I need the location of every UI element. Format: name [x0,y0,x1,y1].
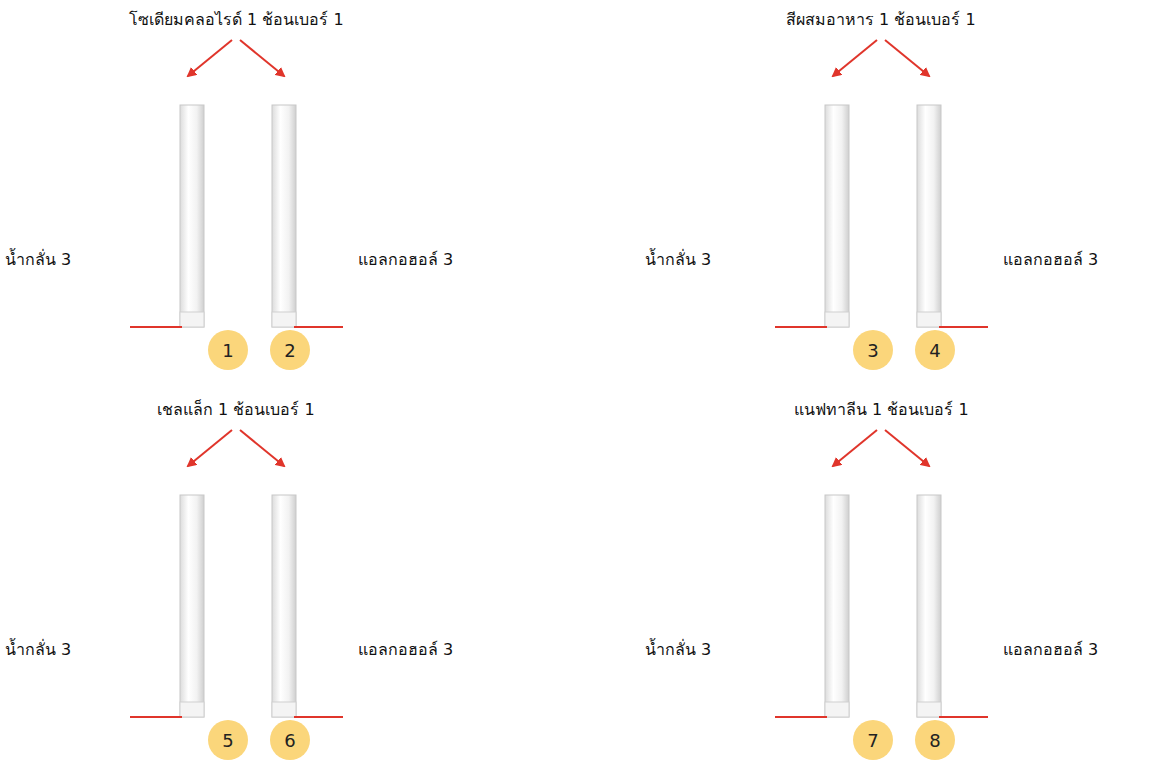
solvent-label: น้ำกลั่น 3 [645,250,711,269]
callout-number: 8 [915,720,955,760]
solvent-label: น้ำกลั่น 3 [5,250,71,269]
reagent-heading: เชลแล็ก 1 ช้อนเบอร์ 1 [157,400,315,419]
callout-number: 7 [853,720,893,760]
callout-text: 2 [284,340,295,361]
callout-text: 7 [867,730,878,751]
reagent-heading: โซเดียมคลอไรด์ 1 ช้อนเบอร์ 1 [129,10,344,29]
callout-text: 3 [867,340,878,361]
solvent-label: แอลกอฮอล์ 3 [1003,640,1098,659]
callout-number: 1 [208,330,248,370]
callout-text: 1 [222,340,233,361]
solvent-label: แอลกอฮอล์ 3 [358,250,453,269]
reagent-heading: แนฟทาลีน 1 ช้อนเบอร์ 1 [794,400,969,419]
solvent-label: แอลกอฮอล์ 3 [358,640,453,659]
callout-number: 2 [270,330,310,370]
solvent-label: น้ำกลั่น 3 [645,640,711,659]
reagent-heading: สีผสมอาหาร 1 ช้อนเบอร์ 1 [786,10,976,29]
callout-number: 6 [270,720,310,760]
callout-number: 5 [208,720,248,760]
callout-text: 5 [222,730,233,751]
callout-number: 4 [915,330,955,370]
callout-text: 4 [929,340,940,361]
callout-number: 3 [853,330,893,370]
solvent-label: แอลกอฮอล์ 3 [1003,250,1098,269]
callout-text: 6 [284,730,295,751]
callout-text: 8 [929,730,940,751]
solvent-label: น้ำกลั่น 3 [5,640,71,659]
